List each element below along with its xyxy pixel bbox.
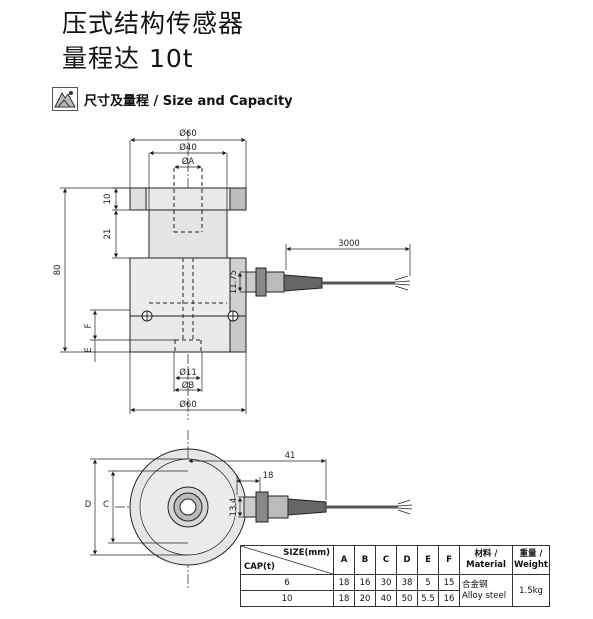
weight-header-en: Weight: [514, 560, 548, 570]
cell-c: 40: [375, 590, 397, 607]
dim-18: 18: [263, 471, 274, 481]
cap-cell: 6: [240, 574, 334, 591]
dim-e: E: [84, 347, 94, 352]
dim-11-75: 11.75: [229, 270, 239, 294]
table-header-row: SIZE(mm) CAP(t) A B C D E F 材料 / Materia…: [240, 545, 550, 575]
dim-10: 10: [103, 194, 113, 205]
dim-13-4: 13.4: [229, 498, 239, 517]
dim-c: C: [103, 500, 109, 510]
col-weight: 重量 / Weight: [512, 545, 550, 575]
title-line-1: 压式结构传感器: [62, 9, 245, 38]
cell-a: 18: [333, 590, 355, 607]
front-dimensions: [60, 137, 411, 414]
front-view: [129, 130, 247, 420]
size-capacity-table: SIZE(mm) CAP(t) A B C D E F 材料 / Materia…: [240, 545, 550, 607]
dim-41: 41: [285, 451, 296, 461]
table-row: 10 18 20 40 50 5.5 16: [240, 590, 550, 607]
cap-cell: 10: [240, 590, 334, 607]
dim-d: D: [85, 500, 92, 510]
dim-dia-b: ØB: [182, 380, 195, 391]
col-a: A: [333, 545, 355, 575]
cell-d: 50: [396, 590, 418, 607]
col-f: F: [438, 545, 460, 575]
dim-dia11: Ø11: [179, 367, 197, 378]
title-line-2: 量程达 10t: [62, 44, 194, 73]
col-material: 材料 / Material: [459, 545, 513, 575]
material-header-cn: 材料 /: [474, 549, 498, 559]
dim-dia60-bottom: Ø60: [179, 399, 197, 410]
cell-c: 30: [375, 574, 397, 591]
cable-connector-front: [245, 267, 411, 297]
header-diagonal-cell: SIZE(mm) CAP(t): [240, 545, 334, 575]
material-header-en: Material: [466, 560, 506, 570]
dim-dia60-top: Ø60: [179, 128, 197, 139]
col-e: E: [417, 545, 439, 575]
col-d: D: [396, 545, 418, 575]
dim-cable-3000: 3000: [338, 239, 360, 249]
section-header: 尺寸及量程 / Size and Capacity: [52, 86, 293, 112]
section-title: 尺寸及量程 / Size and Capacity: [84, 93, 293, 109]
material-cell: 合金钢 Alloy steel: [459, 574, 513, 607]
dim-21: 21: [103, 229, 113, 240]
size-label: SIZE(mm): [283, 548, 330, 558]
dim-dia40: Ø40: [179, 142, 197, 153]
cell-b: 20: [354, 590, 376, 607]
cell-b: 16: [354, 574, 376, 591]
cell-e: 5.5: [417, 590, 439, 607]
weight-cell: 1.5kg: [512, 574, 550, 607]
cell-f: 16: [438, 590, 460, 607]
top-dimensions: [90, 449, 327, 556]
cable-connector-top: [243, 491, 413, 523]
cell-a: 18: [333, 574, 355, 591]
dim-f: F: [84, 323, 94, 328]
material-en: Alloy steel: [462, 590, 507, 601]
measuring-logo-icon: [52, 87, 78, 111]
weight-header-cn: 重量 /: [519, 549, 543, 559]
cell-d: 38: [396, 574, 418, 591]
col-b: B: [354, 545, 376, 575]
dim-dia-a: ØA: [182, 156, 195, 167]
dim-80: 80: [53, 265, 63, 276]
cell-e: 5: [417, 574, 439, 591]
diagonal-line: [241, 546, 333, 574]
table-row: 6 18 16 30 38 5 15 合金钢 Alloy steel 1.5kg: [240, 574, 550, 607]
material-cn: 合金钢: [462, 579, 488, 590]
cap-label: CAP(t): [244, 562, 275, 572]
col-c: C: [375, 545, 397, 575]
cell-f: 15: [438, 574, 460, 591]
